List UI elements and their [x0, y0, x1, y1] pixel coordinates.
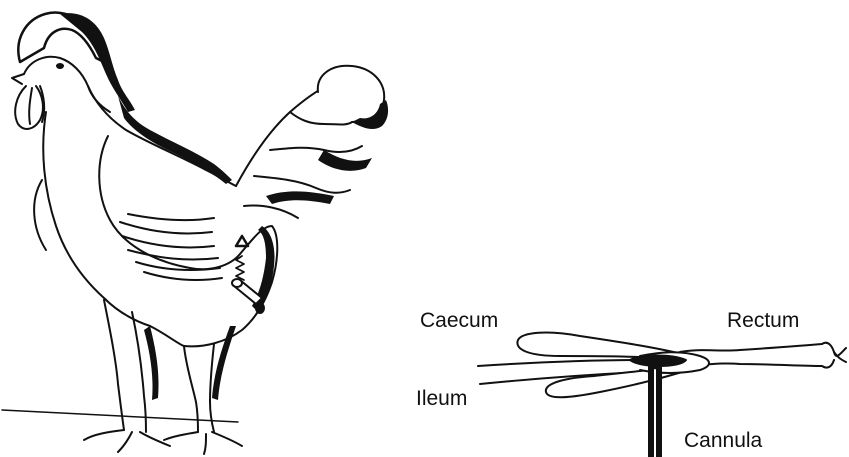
- label-caecum: Caecum: [420, 309, 498, 332]
- ground-line: [2, 410, 238, 422]
- label-cannula: Cannula: [684, 429, 763, 452]
- leg-left-shadow: [144, 326, 159, 400]
- beak: [12, 74, 24, 84]
- bird-cannula: [232, 279, 265, 314]
- suture: [236, 256, 244, 280]
- tail-upper: [236, 84, 330, 186]
- intestine-diagram: [478, 333, 846, 457]
- foot-left: [84, 430, 170, 452]
- label-ileum: Ileum: [416, 387, 467, 410]
- wing: [99, 136, 240, 269]
- tail-bottom-shadow: [266, 191, 334, 204]
- triangle-marker: [236, 236, 248, 246]
- eye: [57, 64, 63, 68]
- breast: [43, 112, 150, 326]
- leg-left: [104, 300, 124, 430]
- foot-right: [164, 432, 242, 454]
- label-rectum: Rectum: [727, 309, 799, 332]
- chicken-illustration: [2, 12, 388, 454]
- tail-plume: [318, 66, 384, 122]
- belly: [150, 326, 184, 346]
- tail-lower-shadow: [318, 150, 372, 171]
- back-shadow: [118, 96, 232, 184]
